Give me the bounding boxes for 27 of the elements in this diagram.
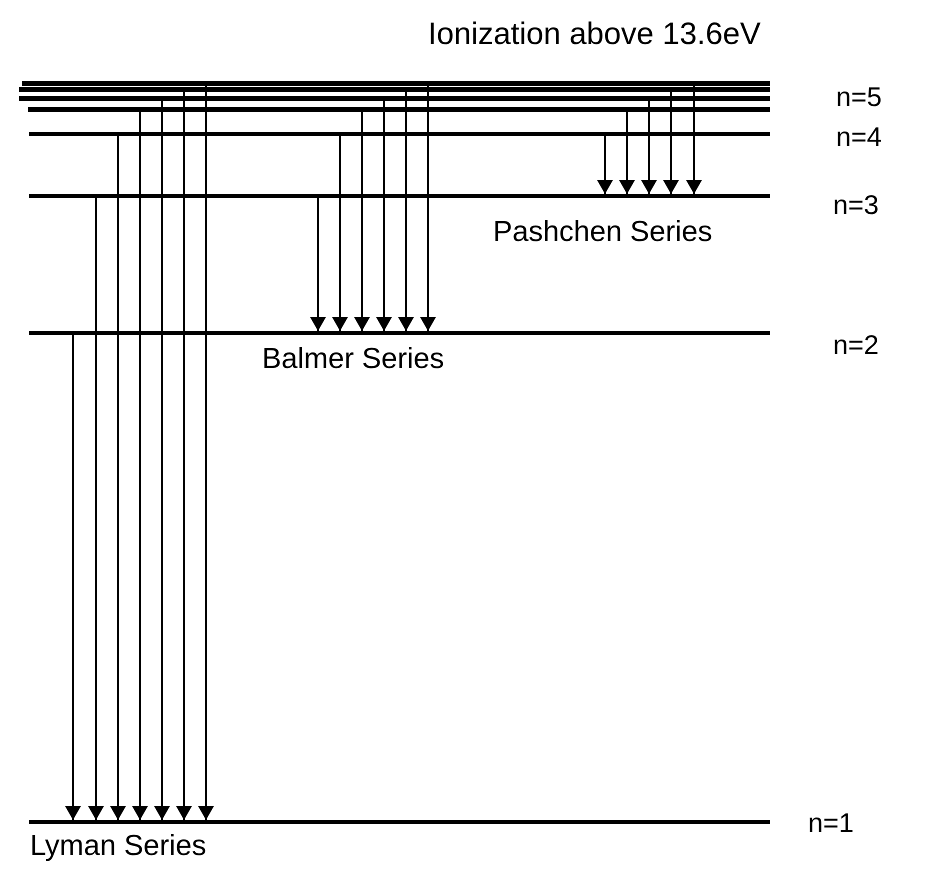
transition-arrow <box>154 101 170 820</box>
transition-arrow <box>176 92 192 820</box>
transition-arrow <box>420 86 436 331</box>
transition-arrow <box>332 136 348 331</box>
transition-arrow <box>641 101 657 194</box>
transition-arrow <box>132 112 148 820</box>
transition-arrow <box>354 112 370 331</box>
diagram-title: Ionization above 13.6eV <box>428 18 761 49</box>
series-label: Pashchen Series <box>493 218 712 247</box>
transition-arrow <box>619 112 635 194</box>
transition-arrow <box>110 136 126 820</box>
series-label: Balmer Series <box>262 345 444 374</box>
level-label: n=3 <box>833 192 879 219</box>
level-label: n=4 <box>836 124 882 151</box>
transition-arrow <box>376 101 392 331</box>
level-label: n=5 <box>836 84 882 111</box>
level-label: n=1 <box>808 810 854 837</box>
transition-arrow <box>686 86 702 194</box>
transition-arrow <box>663 92 679 194</box>
transition-arrow <box>398 92 414 331</box>
transition-arrow <box>310 198 326 331</box>
transition-arrow <box>88 198 104 820</box>
level-label: n=2 <box>833 332 879 359</box>
transition-arrow <box>597 136 613 194</box>
series-label: Lyman Series <box>30 832 206 861</box>
transition-arrow <box>65 335 81 820</box>
transition-arrow <box>198 86 214 820</box>
